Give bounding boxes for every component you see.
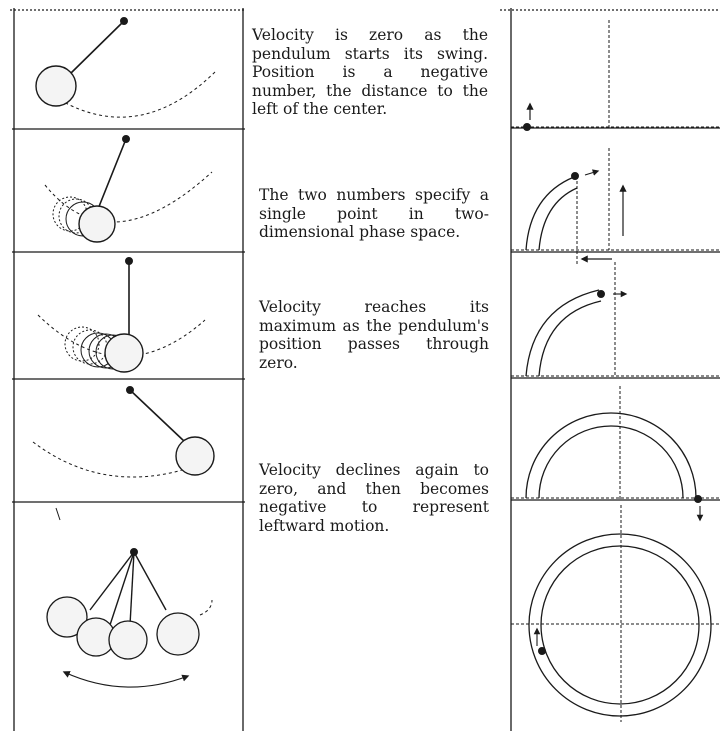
caption-4: Velocity declines again to zero, and the…: [259, 461, 489, 535]
phase-space-column: [500, 8, 720, 731]
pendulum-column: [10, 8, 245, 731]
caption-2: The two numbers specify a single point i…: [259, 186, 489, 241]
phase-point: [523, 123, 531, 131]
caption-1: Velocity is zero as the pendulum starts …: [252, 26, 488, 118]
pendulum-panel-3: [37, 257, 206, 373]
pivot-dot: [120, 17, 128, 25]
pendulum-panel-1: [35, 17, 216, 118]
phase-panel-5: [511, 505, 720, 722]
pendulum-panel-5: [46, 507, 213, 688]
caption-3: Velocity reaches its maximum as the pend…: [259, 298, 489, 372]
pendulum-panel-2: [44, 135, 213, 243]
phase-panel-4: [511, 386, 720, 522]
phase-panel-2: [511, 148, 720, 266]
pendulum-panel-4: [32, 386, 215, 478]
phase-panel-3: [511, 262, 720, 377]
phase-panel-1: [511, 20, 720, 131]
pendulum-bob: [35, 65, 77, 107]
